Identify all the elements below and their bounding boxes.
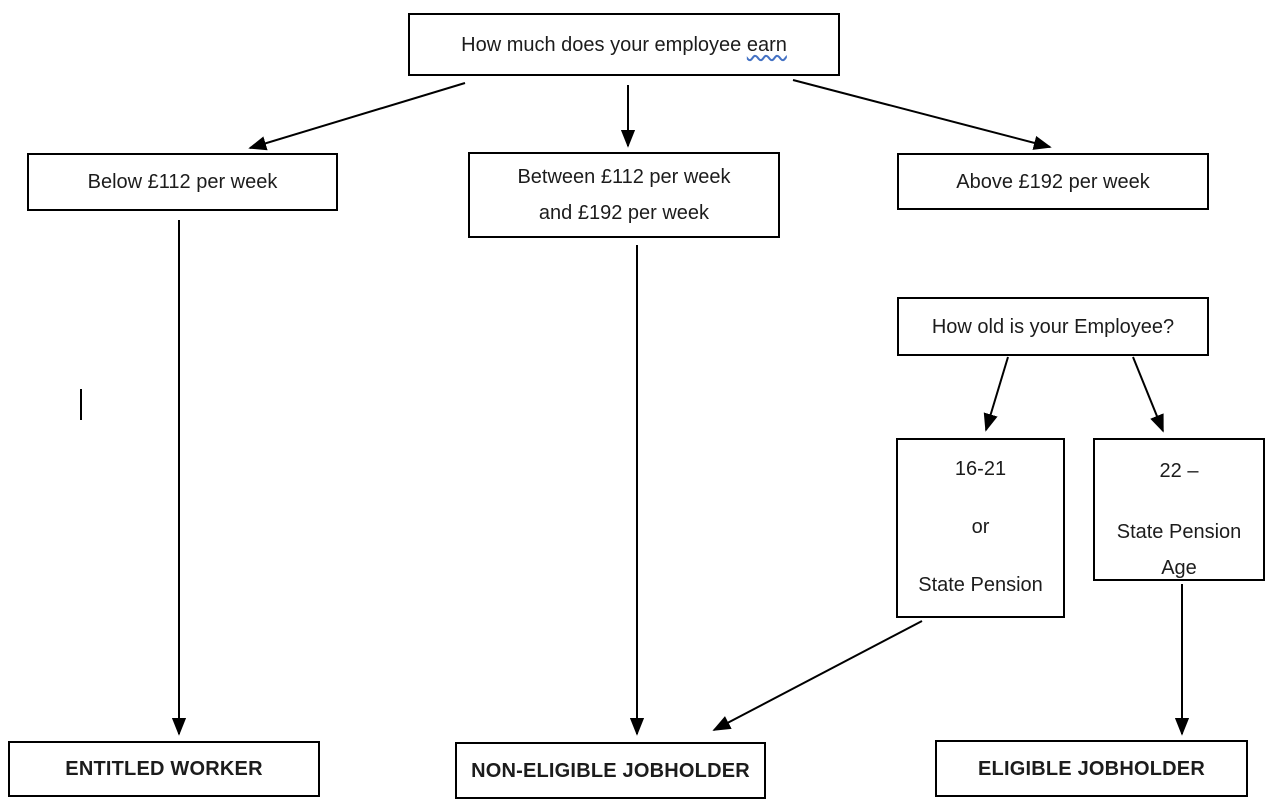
arrow-earnings-to-below112 bbox=[248, 82, 466, 151]
node-below-112: Below £112 per week bbox=[27, 153, 338, 211]
age-question-label: How old is your Employee? bbox=[931, 315, 1175, 338]
age-22-line2: State Pension bbox=[1116, 521, 1242, 543]
arrow-agequestion-to-22 bbox=[1132, 356, 1164, 433]
node-age-question: How old is your Employee? bbox=[897, 297, 1209, 356]
above-192-label: Above £192 per week bbox=[956, 170, 1150, 193]
age-22-line3: Age bbox=[1161, 557, 1197, 579]
below-112-label: Below £112 per week bbox=[87, 171, 278, 193]
earnings-question-main: How much does your employee bbox=[461, 33, 747, 56]
entitled-worker-label: ENTITLED WORKER bbox=[65, 758, 263, 780]
age-16-21-line1: 16-21 bbox=[954, 458, 1007, 480]
eligible-jobholder-label: ELIGIBLE JOBHOLDER bbox=[978, 757, 1205, 780]
age-16-21-line3: State Pension bbox=[918, 574, 1043, 596]
node-above-192: Above £192 per week bbox=[897, 153, 1209, 210]
node-between-112-192: Between £112 per week and £192 per week bbox=[468, 152, 780, 238]
arrow-1621-to-noneligible bbox=[712, 620, 923, 731]
node-age-16-21: 16-21 or State Pension bbox=[896, 438, 1065, 618]
node-age-22-spa: 22 – State Pension Age bbox=[1093, 438, 1265, 581]
node-non-eligible-jobholder: NON-ELIGIBLE JOBHOLDER bbox=[455, 742, 766, 799]
node-entitled-worker: ENTITLED WORKER bbox=[8, 741, 320, 797]
between-line1: Between £112 per week bbox=[517, 166, 731, 188]
non-eligible-jobholder-label: NON-ELIGIBLE JOBHOLDER bbox=[471, 759, 750, 782]
age-22-line1: 22 – bbox=[1159, 460, 1199, 482]
age-16-21-line2: or bbox=[971, 516, 990, 538]
between-line2: and £192 per week bbox=[538, 202, 710, 224]
earnings-question-spellcheck-word: earn bbox=[746, 33, 787, 56]
node-eligible-jobholder: ELIGIBLE JOBHOLDER bbox=[935, 740, 1248, 797]
node-earnings-question: How much does your employee earn bbox=[408, 13, 840, 76]
text-caret-mark bbox=[80, 389, 82, 420]
arrow-agequestion-to-1621 bbox=[983, 356, 1009, 432]
earnings-question-text: How much does your employee earn bbox=[461, 27, 787, 63]
arrow-earnings-to-above192 bbox=[792, 79, 1052, 150]
